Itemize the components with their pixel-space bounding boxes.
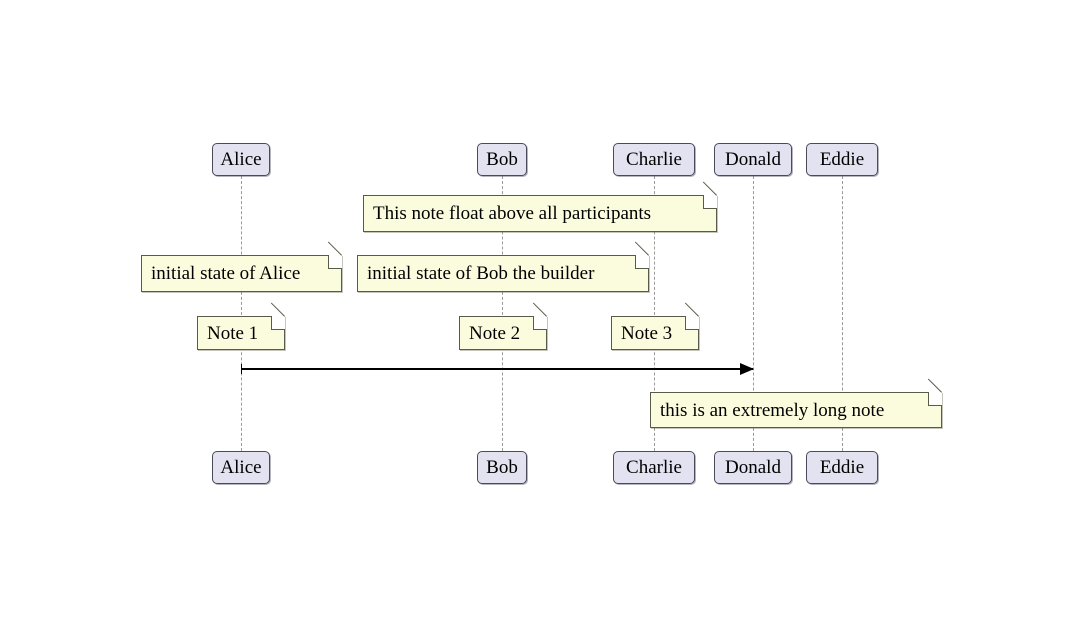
note-text: Note 1 (207, 322, 259, 344)
arrow-tail (241, 364, 242, 374)
lifeline-bob (502, 176, 503, 451)
note-3[interactable]: Note 3 (611, 302, 699, 350)
note-text: Note 3 (621, 322, 673, 344)
note-text: This note float above all participants (373, 203, 652, 224)
participant-eddie-bottom[interactable]: Eddie (806, 451, 878, 484)
note-fold-edge (532, 302, 547, 317)
note-fold-cut (328, 255, 342, 269)
note-fold-edge (684, 302, 699, 317)
participant-donald-bottom[interactable]: Donald (714, 451, 792, 484)
note-fold-edge (927, 378, 942, 393)
note-fold-cut (271, 316, 285, 330)
note-fold-edge (270, 302, 285, 317)
note-fold-cut (703, 195, 717, 209)
participant-charlie-top[interactable]: Charlie (613, 143, 695, 176)
note-fold-edge (634, 241, 649, 256)
note-initial-state-bob[interactable]: initial state of Bob the builder (357, 241, 649, 292)
note-fold-cut (533, 316, 547, 330)
note-text: Note 2 (469, 322, 521, 344)
participant-alice-bottom[interactable]: Alice (212, 451, 270, 484)
note-fold-cut (635, 255, 649, 269)
note-text: initial state of Alice (151, 263, 301, 284)
note-2[interactable]: Note 2 (459, 302, 547, 350)
participant-charlie-bottom[interactable]: Charlie (613, 451, 695, 484)
note-1[interactable]: Note 1 (197, 302, 285, 350)
note-fold-cut (685, 316, 699, 330)
message-alice-to-donald[interactable] (241, 363, 754, 375)
participant-alice-top[interactable]: Alice (212, 143, 270, 176)
note-fold-cut (928, 392, 942, 406)
participant-bob-top[interactable]: Bob (477, 143, 527, 176)
lifeline-eddie (842, 176, 843, 451)
note-fold-edge (702, 181, 717, 196)
lifeline-charlie (654, 176, 655, 451)
note-over-all-participants[interactable]: This note float above all participants (363, 181, 717, 232)
participant-eddie-top[interactable]: Eddie (806, 143, 878, 176)
note-fold-edge (327, 241, 342, 256)
lifeline-alice (241, 176, 242, 451)
note-extremely-long[interactable]: this is an extremely long note (650, 378, 942, 428)
participant-bob-bottom[interactable]: Bob (477, 451, 527, 484)
participant-donald-top[interactable]: Donald (714, 143, 792, 176)
arrow-head-icon (740, 363, 754, 375)
lifeline-donald (753, 176, 754, 451)
note-text: this is an extremely long note (660, 399, 885, 421)
note-text: initial state of Bob the builder (367, 263, 595, 284)
note-initial-state-alice[interactable]: initial state of Alice (141, 241, 342, 292)
